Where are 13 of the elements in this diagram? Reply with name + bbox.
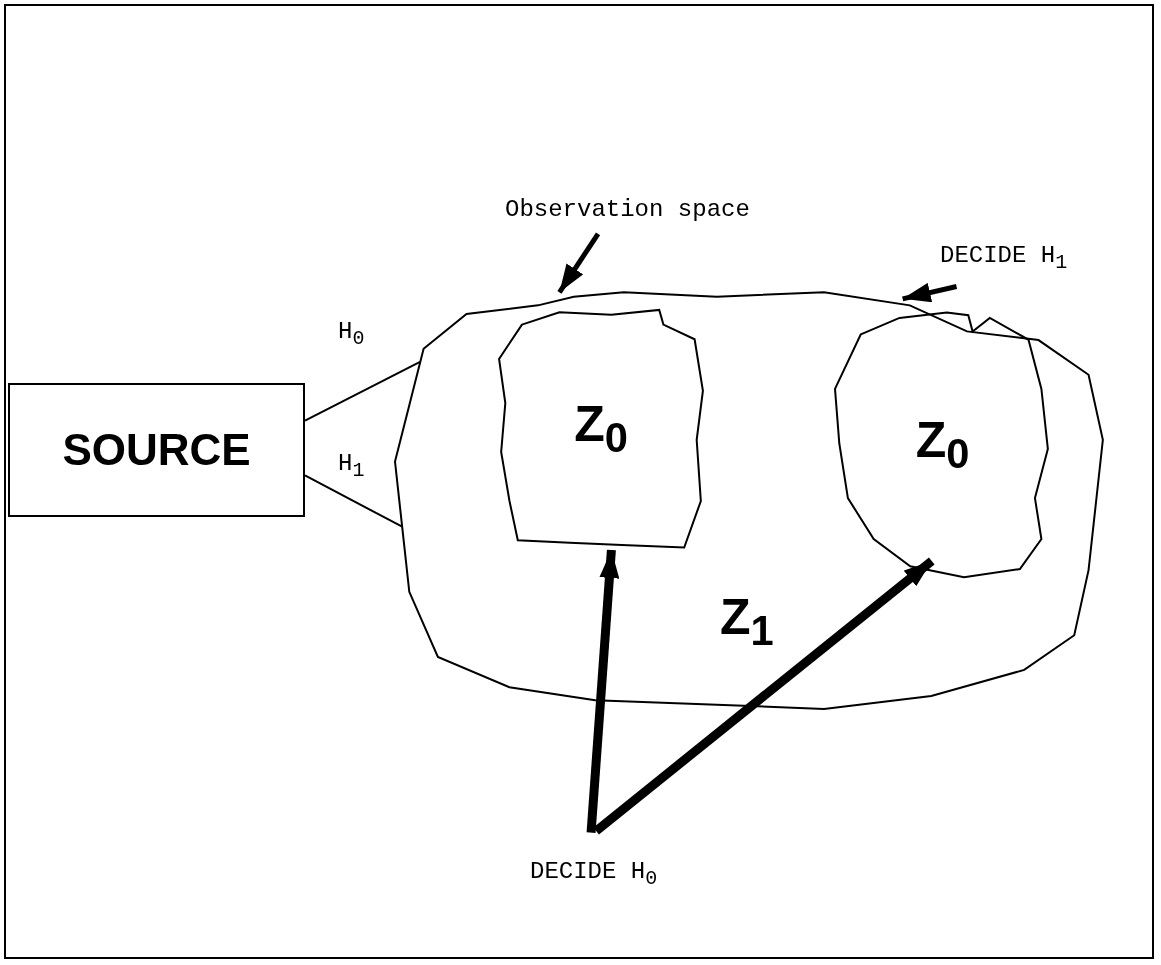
- connector-line: [304, 360, 421, 422]
- arrow: [586, 549, 620, 833]
- region-label: Z$_{1}$: [720, 588, 774, 655]
- source-box: SOURCE: [8, 383, 305, 517]
- connector-line: [304, 474, 404, 528]
- arrow: [593, 557, 935, 835]
- annotation-text: DECIDE H$_{0}$: [530, 858, 658, 890]
- annotation-text: Observation space: [505, 196, 750, 223]
- arrow: [557, 232, 601, 294]
- region-label: Z$_{0}$: [915, 410, 970, 477]
- annotation-text: DECIDE H$_{1}$: [940, 242, 1068, 274]
- region-label: Z$_{0}$: [574, 394, 628, 461]
- arrow: [902, 282, 958, 303]
